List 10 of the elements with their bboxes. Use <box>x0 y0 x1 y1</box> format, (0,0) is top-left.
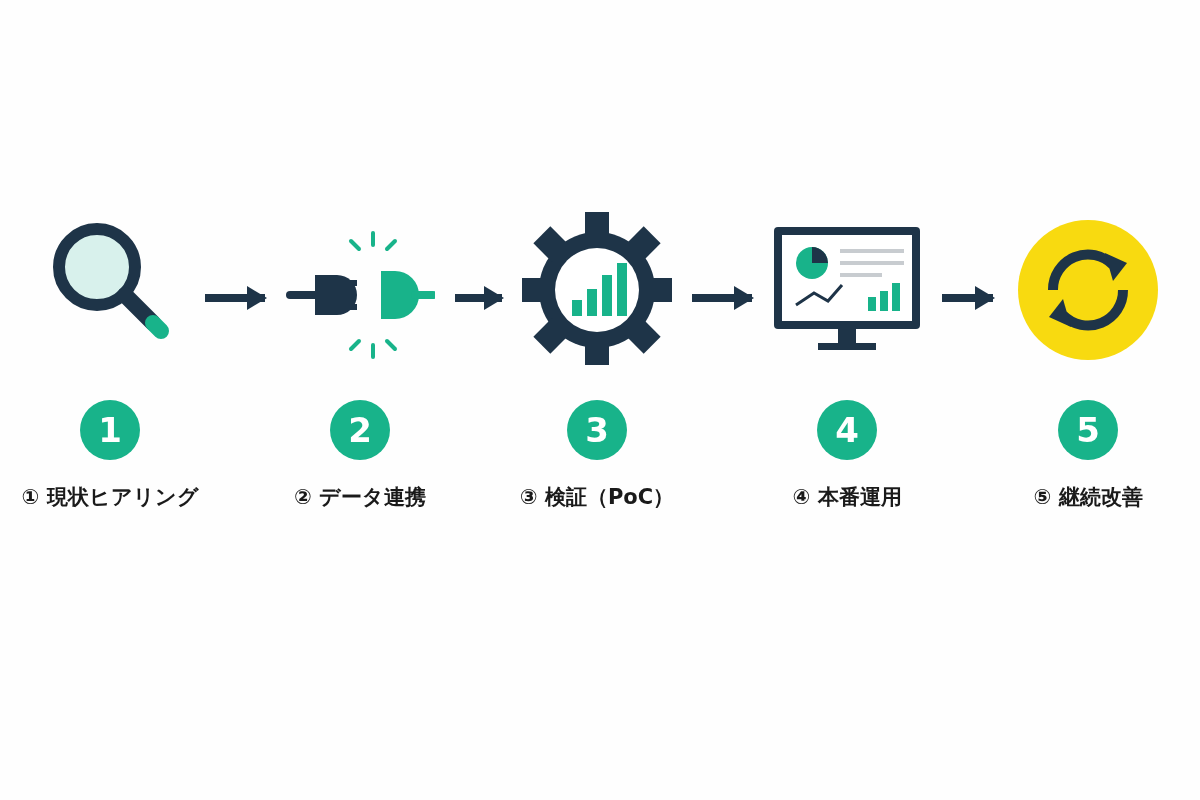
step-label: ① 現状ヒアリング <box>20 484 200 511</box>
step-number: 5 <box>1058 400 1118 460</box>
step-number: 4 <box>817 400 877 460</box>
step-label: ④ 本番運用 <box>791 484 903 511</box>
step-label: ③ 検証（PoC） <box>518 484 676 511</box>
step-number: 2 <box>330 400 390 460</box>
step-number: 3 <box>567 400 627 460</box>
step-number: 1 <box>80 400 140 460</box>
step-label: ② データ連携 <box>292 484 428 511</box>
step-label: ⑤ 継続改善 <box>1032 484 1144 511</box>
